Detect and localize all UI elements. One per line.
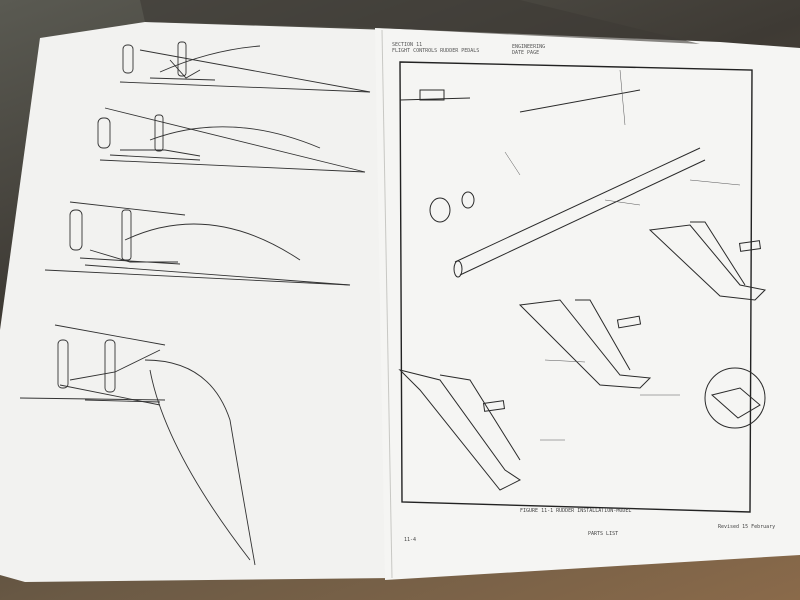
diagram-3 — [44, 201, 351, 286]
diagram-1 — [119, 41, 371, 93]
header-left: SECTION 11 — [392, 42, 423, 48]
header-right-2: DATE PAGE — [512, 50, 540, 56]
diagram-2 — [97, 107, 366, 173]
diagram-4 — [19, 324, 256, 566]
header-right: ENGINEERING — [512, 44, 546, 50]
revision-note: Revised 15 February — [718, 524, 776, 530]
figure-caption: FIGURE 11-1 RUDDER INSTALLATION-MODEL — [520, 508, 632, 514]
page-number: 11-4 — [404, 537, 417, 543]
header-left-2: FLIGHT CONTROLS RUDDER PEDALS — [392, 48, 480, 54]
footer-center: PARTS LIST — [588, 531, 619, 537]
